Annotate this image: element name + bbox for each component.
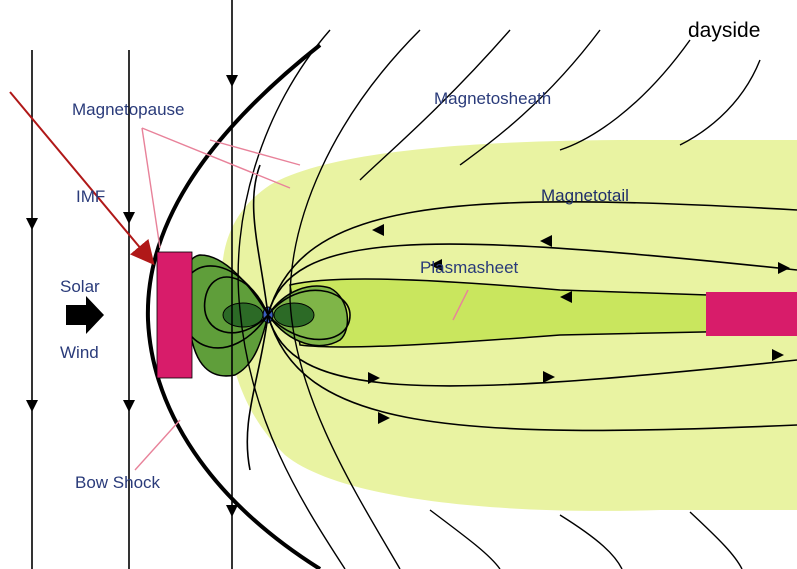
label-dayside: dayside <box>688 19 760 42</box>
dayside-highlight-box <box>157 252 192 378</box>
core-lobe-right <box>274 303 314 327</box>
label-magnetotail: Magnetotail <box>541 186 629 205</box>
label-imf: IMF <box>76 187 105 206</box>
label-magnetosheath: Magnetosheath <box>434 89 551 108</box>
tail-highlight-box <box>706 292 797 336</box>
label-solar: Solar <box>60 277 100 296</box>
core-lobe-left <box>223 303 263 327</box>
solar-wind-arrow-icon <box>66 296 104 334</box>
label-plasmasheet: Plasmasheet <box>420 258 519 277</box>
label-magnetopause: Magnetopause <box>72 100 184 119</box>
label-wind: Wind <box>60 343 99 362</box>
label-bow-shock: Bow Shock <box>75 473 161 492</box>
